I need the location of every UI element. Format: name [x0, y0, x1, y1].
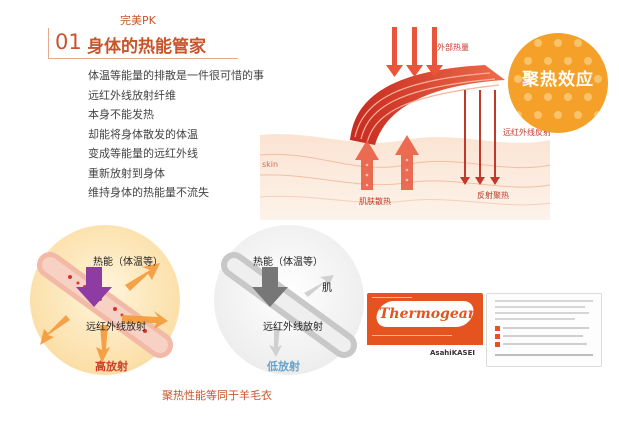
- heat-effect-badge: [508, 33, 608, 133]
- small-print-line: [495, 354, 593, 356]
- small-print-line: [503, 343, 587, 345]
- high-emission-graphic: [37, 252, 173, 363]
- page-title: 身体的热能管家: [87, 37, 206, 57]
- description-line: 体温等能量的排散是一件很可惜的事: [88, 69, 264, 82]
- low-emission-result: 低放射: [267, 360, 300, 373]
- badge-text: 聚热效应: [522, 70, 594, 90]
- header-underline: [48, 58, 238, 59]
- description-line: 维持身体的热能量不流失: [88, 186, 209, 199]
- small-print-line: [503, 327, 589, 329]
- small-print-line: [495, 318, 575, 320]
- caption: 聚热性能等同于羊毛衣: [162, 389, 272, 402]
- product-tag-back: [486, 293, 602, 367]
- high-emission-result: 高放射: [95, 360, 128, 373]
- small-print-line: [503, 335, 583, 337]
- asahi-kasei-logo: AsahiKASEI: [430, 349, 475, 357]
- description-line: 本身不能发热: [88, 108, 154, 121]
- section-number: 01: [55, 30, 82, 54]
- small-print-line: [495, 312, 589, 314]
- heat-label-low: 热能（体温等）: [253, 257, 323, 268]
- ir-label-low: 远红外线放射: [263, 322, 323, 333]
- thermogear-logo: Thermogear: [379, 306, 476, 322]
- bullet: [495, 342, 500, 347]
- description-line: 远红外线放射纤维: [88, 88, 176, 102]
- skin-heat-label: 肌肤散热: [359, 197, 391, 206]
- skin-label-low: 肌: [322, 283, 332, 294]
- header-subtitle: 完美PK: [120, 14, 156, 27]
- ir-label-high: 远红外线放射: [86, 322, 146, 333]
- header-bracket: [48, 28, 49, 58]
- small-print-line: [495, 306, 585, 308]
- external-heat-label: 外部热量: [437, 43, 469, 52]
- description-line: 重新放射到身体: [88, 166, 165, 180]
- fabric-layer: [350, 65, 505, 145]
- heat-label-high: 热能（体温等）: [93, 257, 163, 268]
- reflect-gather-label: 反射聚热: [477, 191, 509, 200]
- low-emission-graphic: [221, 252, 357, 358]
- description-line: 变成等能量的远红外线: [88, 147, 198, 160]
- bullet: [495, 326, 500, 331]
- tag-small-print: [372, 335, 452, 336]
- tag-small-print: [372, 297, 412, 298]
- far-ir-reflect-label: 远红外线反射: [503, 128, 551, 137]
- skin-label: skin: [262, 160, 279, 169]
- heat-reflection-diagram: [259, 27, 551, 220]
- tag-stripe: [367, 345, 483, 365]
- small-print-line: [495, 300, 593, 302]
- bullet: [495, 334, 500, 339]
- description-line: 却能将身体散发的体温: [88, 127, 198, 141]
- description-text: 体温等能量的排散是一件很可惜的事 远红外线放射纤维 本身不能发热 却能将身体散发…: [88, 66, 264, 203]
